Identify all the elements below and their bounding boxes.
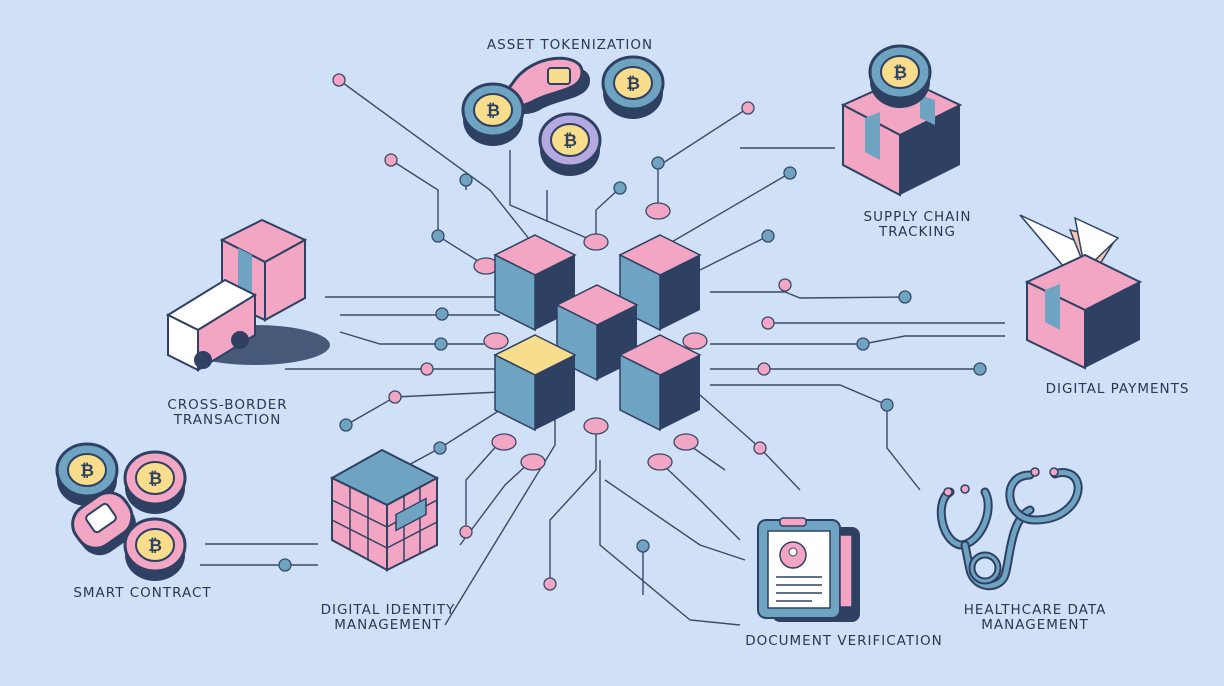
label-digital-identity: DIGITAL IDENTITY MANAGEMENT — [293, 603, 483, 633]
label-line: TRACKING — [879, 224, 956, 240]
label-supply-chain: SUPPLY CHAIN TRACKING — [830, 210, 1005, 240]
block-cube — [619, 334, 701, 431]
label-line: CROSS-BORDER — [167, 397, 288, 413]
stethoscope-icon — [936, 467, 1083, 591]
label-line: DOCUMENT VERIFICATION — [745, 633, 943, 649]
label-smart-contract: SMART CONTRACT — [55, 586, 230, 601]
label-healthcare: HEALTHCARE DATA MANAGEMENT — [945, 603, 1125, 633]
supply-chain-illustration — [840, 44, 963, 197]
bitcoin-icon — [461, 82, 525, 148]
digital-payments-illustration — [1019, 214, 1143, 370]
label-line: ASSET TOKENIZATION — [486, 37, 654, 53]
bitcoin-icon — [601, 55, 665, 121]
block-cube — [494, 334, 576, 431]
label-line: DIGITAL IDENTITY — [320, 602, 456, 618]
label-line: HEALTHCARE DATA — [963, 602, 1107, 618]
label-line: TRANSACTION — [173, 412, 282, 428]
label-line: DIGITAL PAYMENTS — [1045, 381, 1190, 397]
label-line: MANAGEMENT — [334, 617, 442, 633]
label-document-verification: DOCUMENT VERIFICATION — [728, 634, 960, 649]
label-digital-payments: DIGITAL PAYMENTS — [1030, 382, 1205, 397]
blockchain-cubes — [494, 234, 701, 431]
clipboard-icon — [757, 517, 860, 622]
bitcoin-icon — [538, 112, 602, 178]
network-nodes — [278, 73, 987, 591]
contract-tag-icon — [71, 491, 136, 556]
label-asset-tokenization: ASSET TOKENIZATION — [470, 38, 670, 53]
label-cross-border: CROSS-BORDER TRANSACTION — [140, 398, 315, 428]
bitcoin-icon — [123, 450, 187, 516]
label-line: SUPPLY CHAIN — [863, 209, 972, 225]
label-line: SMART CONTRACT — [73, 585, 212, 601]
smart-contract-illustration — [55, 442, 187, 583]
label-line: MANAGEMENT — [981, 617, 1089, 633]
truck-icon — [165, 218, 330, 372]
bitcoin-icon — [123, 517, 187, 583]
bitcoin-icon — [868, 44, 932, 110]
puzzle-cube-icon — [329, 448, 440, 572]
asset-tokenization-illustration — [461, 55, 665, 178]
